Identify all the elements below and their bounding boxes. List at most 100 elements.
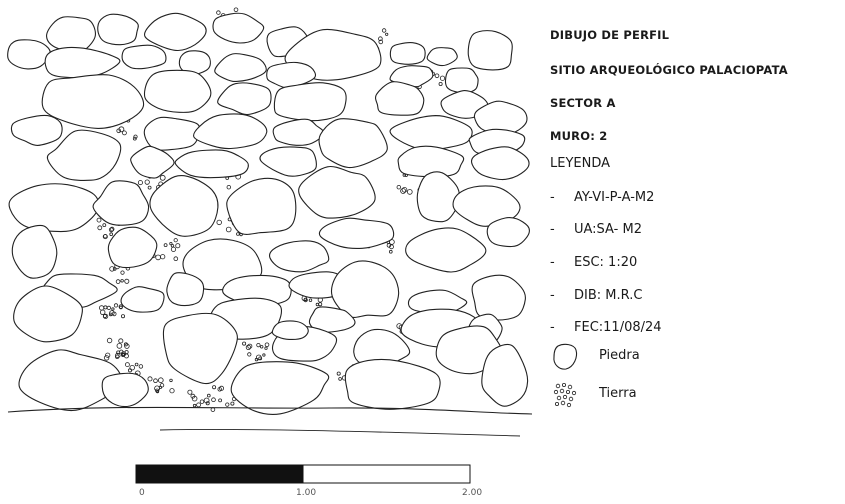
wall-profile-drawing (7, 7, 533, 484)
stone (107, 226, 158, 269)
soil-dot (173, 256, 179, 262)
legend-item-scale: ESC: 1:20 (574, 255, 638, 270)
stone (92, 180, 150, 226)
soil-dot (120, 279, 124, 283)
soil-dot (111, 307, 115, 311)
stone (318, 118, 388, 169)
stone (308, 306, 356, 334)
scale-bar-empty-segment (302, 464, 471, 484)
stone (130, 145, 175, 179)
soil-dot (242, 341, 247, 346)
stone (405, 227, 487, 273)
soil-dot (116, 350, 121, 355)
stone (166, 272, 205, 307)
legend-stone-label: Piedra (599, 348, 640, 363)
stone (470, 146, 530, 181)
soil-dot (258, 356, 263, 361)
legend-item-unit: UA:SA- M2 (574, 222, 642, 237)
soil-dot (216, 219, 222, 226)
soil-dot (103, 355, 110, 361)
scale-label-1: 1.00 (296, 488, 317, 498)
soil-dot (389, 244, 394, 250)
ground-lower-line (159, 429, 521, 437)
stone (268, 240, 330, 273)
soil-dot (406, 189, 413, 195)
soil-dot (116, 343, 123, 349)
soil-dot (160, 254, 166, 260)
stone (486, 216, 531, 248)
stone (318, 217, 395, 249)
stone (46, 129, 122, 181)
soil-dot (318, 302, 323, 307)
stone (120, 286, 165, 313)
soil-dot (109, 266, 115, 272)
soil-dot (400, 188, 407, 194)
soil-dot (115, 279, 121, 284)
soil-dot (109, 226, 115, 232)
soil-dot (401, 187, 408, 193)
scale-bar-filled-segment (135, 464, 304, 484)
soil-dot (199, 399, 205, 404)
stone (389, 65, 434, 88)
soil-dot (336, 371, 341, 376)
soil-dot (247, 352, 252, 357)
soil-dot (154, 385, 161, 392)
soil-dot (120, 270, 125, 275)
legend-dash: - (550, 255, 555, 270)
soil-dot (115, 352, 121, 359)
ground-line (7, 406, 533, 415)
soil-dot (133, 134, 138, 139)
stone (193, 113, 268, 150)
stone-outline-icon (553, 343, 578, 370)
soil-dot (245, 344, 251, 350)
stone (121, 44, 167, 70)
soil-dot (118, 338, 124, 344)
soil-dot (97, 225, 103, 231)
soil-dot (303, 297, 308, 303)
soil-dot (106, 305, 112, 310)
legend-item-date: FEC:11/08/24 (574, 320, 662, 335)
stone (330, 260, 400, 318)
soil-dot (438, 82, 443, 87)
soil-dot (96, 217, 102, 223)
soil-dot (210, 407, 216, 412)
soil-dot (125, 362, 130, 368)
soil-dot (147, 185, 152, 190)
stone (7, 39, 51, 70)
soil-dot (121, 314, 126, 319)
soil-dot (385, 32, 389, 36)
soil-dot (196, 402, 202, 408)
soil-dot (134, 362, 139, 367)
stone (178, 50, 211, 76)
soil-dot (247, 343, 253, 349)
soil-dot (124, 350, 129, 355)
soil-dot (216, 10, 221, 15)
soil-dot (169, 388, 175, 394)
legend-dash: - (550, 288, 555, 303)
legend-dash: - (550, 190, 555, 205)
soil-dot (155, 254, 161, 261)
soil-dot (158, 377, 164, 384)
soil-dot (218, 398, 223, 403)
scale-label-0: 0 (139, 488, 145, 498)
stone (217, 82, 272, 116)
soil-dot (434, 73, 440, 79)
stone (214, 52, 267, 82)
stone (149, 174, 219, 237)
drawing-type-title: DIBUJO DE PERFIL (550, 28, 670, 42)
soil-dot (163, 243, 168, 248)
soil-dot (129, 365, 135, 371)
soil-dot (264, 346, 268, 350)
stone (389, 115, 473, 151)
soil-dot (192, 403, 197, 408)
soil-dot (147, 376, 153, 382)
soil-dot (262, 353, 266, 357)
stone (426, 47, 458, 67)
stone (174, 149, 249, 179)
stone (272, 118, 325, 146)
soil-dot (99, 305, 105, 311)
soil-dot (225, 226, 232, 233)
stone (143, 69, 212, 113)
stone (471, 274, 526, 321)
soil-dot (127, 368, 132, 373)
